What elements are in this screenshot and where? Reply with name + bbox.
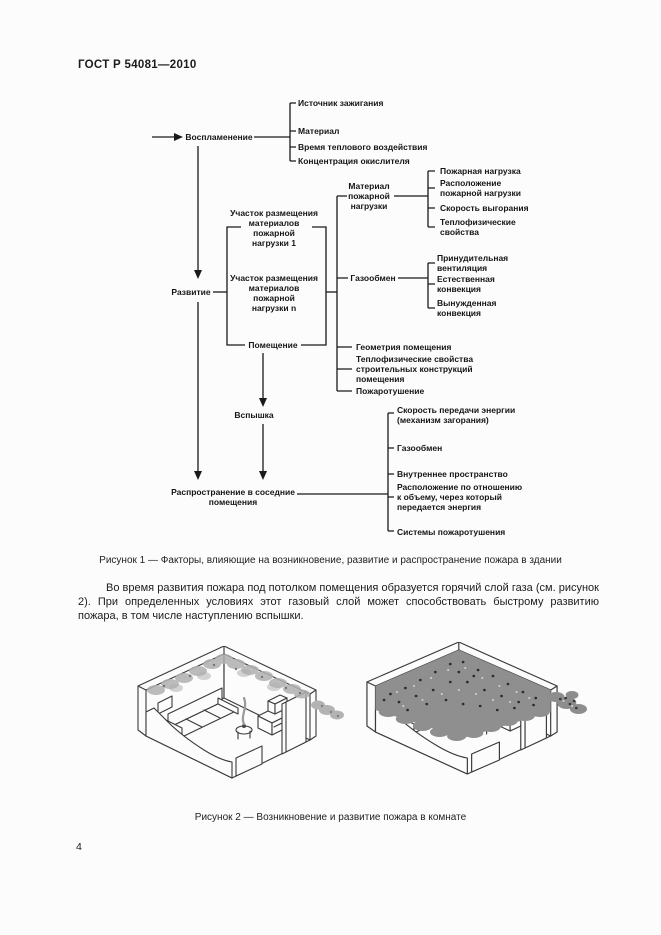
node-room: Помещение: [248, 340, 298, 350]
document-header: ГОСТ Р 54081—2010: [78, 59, 197, 71]
node-gas-exchange: Газообмен: [350, 273, 396, 283]
factor-fire-suppression: Пожаротушение: [356, 386, 425, 396]
factor-oxidizer-concentration: Концентрация окислителя: [298, 156, 410, 166]
door-smoke-puff: [547, 691, 587, 714]
arrow-right-icon: [174, 133, 183, 141]
factor-natural-convection: Естественная конвекция: [437, 274, 495, 294]
smoke-speckles-dark: [382, 660, 538, 712]
wall-picture: [157, 695, 173, 715]
dense-smoke-layer: [375, 650, 551, 741]
figure2-room-initial: [137, 646, 344, 779]
factor-forced-ventilation: Принудительная вентиляция: [437, 253, 509, 273]
figure1-caption: Рисунок 1 — Факторы, влияющие на возникн…: [99, 555, 562, 566]
room-walls: [137, 646, 317, 779]
figure2-caption: Рисунок 2 — Возникновение и развитие пож…: [194, 812, 467, 823]
arrow-down-icon: [259, 471, 267, 480]
factor-fire-load: Пожарная нагрузка: [440, 166, 521, 176]
figure2-room-developed: [366, 642, 587, 775]
ceiling-smoke-layer: [147, 654, 310, 699]
factor-material: Материал: [298, 126, 340, 136]
figure1-connector-lines: [152, 102, 435, 532]
factor-thermophysical-properties: Теплофизические свойства: [440, 217, 516, 237]
node-fuel-area-n: Участок размещения материалов пожарной н…: [230, 273, 318, 313]
smoke-speckles-light: [395, 667, 531, 707]
body-paragraph: Во время развития пожара под потолком по…: [78, 582, 599, 622]
factor-heat-exposure-time: Время теплового воздействия: [298, 142, 428, 152]
fire-origin: [242, 724, 246, 728]
factor-fire-load-location: Расположение пожарной нагрузки: [440, 178, 521, 198]
factor-energy-transfer-rate: Скорость передачи энергии (механизм заго…: [397, 405, 516, 425]
factor-suppression-systems: Системы пожаротушения: [397, 527, 506, 537]
front-wall-stub: [471, 741, 500, 773]
smoke-wisp: [241, 696, 247, 726]
node-fuel-material: Материал пожарной нагрузки: [348, 181, 390, 211]
smoke-speckles: [162, 663, 302, 695]
arrow-down-icon: [194, 270, 202, 279]
ceiling-smoke-fuzz: [169, 669, 281, 692]
front-left-wall: [145, 707, 233, 779]
node-ignition: Воспламенение: [185, 132, 253, 142]
factor-burnout-rate: Скорость выгорания: [440, 203, 529, 213]
arrow-down-icon: [259, 398, 267, 407]
node-spread: Распространение в соседние помещения: [171, 487, 295, 507]
page-number: 4: [76, 841, 82, 853]
node-development: Развитие: [171, 287, 211, 297]
arrow-down-icon: [194, 471, 202, 480]
factor-internal-space: Внутреннее пространство: [397, 469, 508, 479]
door-smoke-puff: [311, 700, 344, 720]
factor-position-to-volume: Расположение по отношению к объему, чере…: [397, 482, 523, 512]
front-wall-stub: [235, 745, 263, 777]
factor-room-structures-properties: Теплофизические свойства строительных ко…: [356, 354, 474, 384]
factor-forced-convection: Вынужденная конвекция: [437, 298, 497, 318]
connector-lines: [152, 102, 435, 532]
factor-gas-exchange-spread: Газообмен: [397, 443, 443, 453]
node-fuel-area-1: Участок размещения материалов пожарной н…: [230, 208, 318, 248]
factor-ignition-source: Источник зажигания: [298, 98, 384, 108]
factor-room-geometry: Геометрия помещения: [356, 342, 452, 352]
node-flashover: Вспышка: [234, 410, 274, 420]
